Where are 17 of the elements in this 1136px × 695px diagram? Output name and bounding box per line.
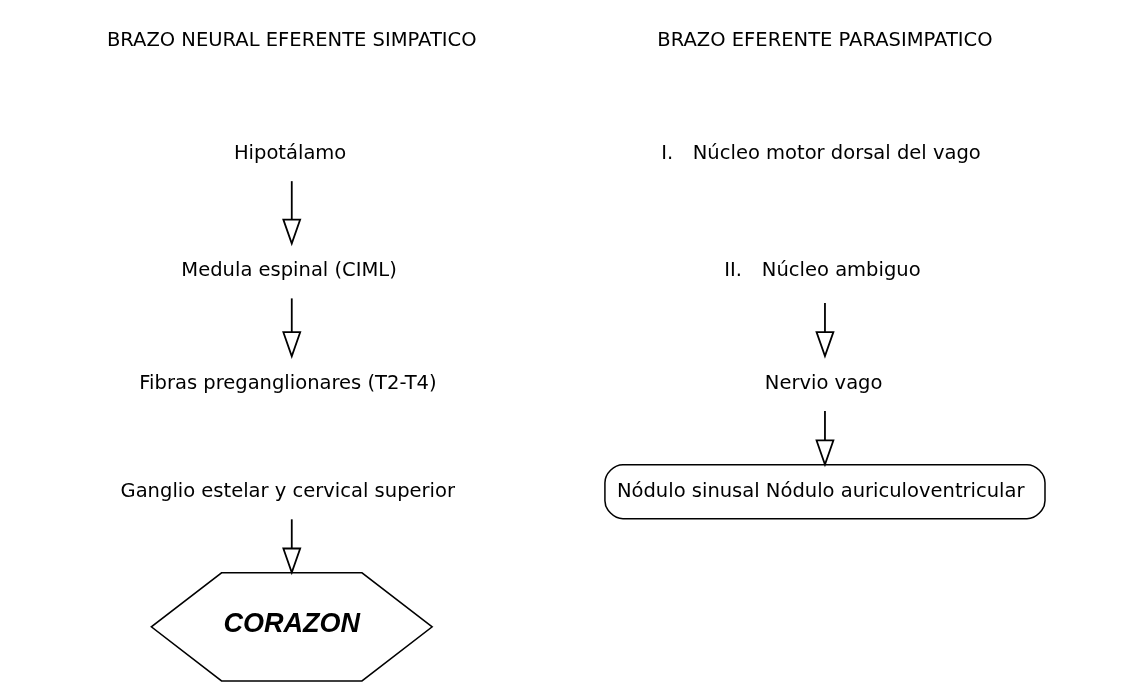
arrow	[814, 302, 835, 359]
arrow	[281, 518, 301, 576]
node-text: Ganglio estelar y cervical superior	[120, 478, 455, 502]
label: BRAZO NEURAL EFERENTE SIMPATICO	[106, 28, 477, 52]
node-text: Nervio vago	[764, 370, 882, 394]
node-text: Núcleo ambiguo	[761, 258, 921, 282]
node-text: Fibras preganglionares (T2-T4)	[138, 370, 437, 394]
node-box: Nódulo sinusal Nódulo auriculoventricular	[603, 463, 1046, 520]
arrow	[814, 410, 835, 468]
node-text: Núcleo motor dorsal del vago	[692, 140, 981, 164]
label: BRAZO EFERENTE PARASIMPATICO	[656, 28, 993, 52]
arrow	[281, 180, 301, 247]
node-text: Hipotálamo	[233, 140, 346, 164]
node-text: Medula espinal (CIML)	[180, 258, 397, 282]
node-label: II.	[723, 258, 742, 282]
node-label: I.	[660, 140, 673, 164]
arrow	[281, 297, 301, 359]
